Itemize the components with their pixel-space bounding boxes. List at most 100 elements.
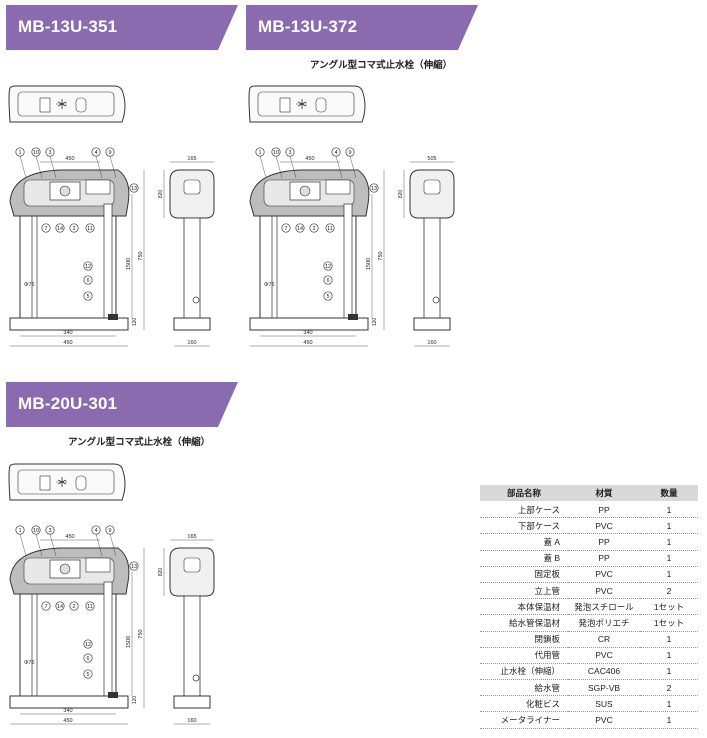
- valve-handle: [59, 563, 71, 575]
- cell-material: PP: [568, 550, 640, 567]
- dimension-label: 450: [65, 156, 74, 162]
- base-clamp: [108, 692, 118, 698]
- dimension-label: 750: [138, 629, 144, 638]
- cell-part-name: 代用管: [480, 647, 568, 664]
- callout-number: 6: [86, 656, 89, 662]
- callout-number: 11: [327, 226, 333, 232]
- callout-circle: [83, 275, 93, 285]
- callout-number: 4: [94, 150, 97, 156]
- dimension-label: 340: [63, 330, 72, 336]
- callout-number: 7: [284, 226, 287, 232]
- leader-line: [49, 155, 57, 179]
- leader-line: [275, 155, 283, 179]
- callout-circle: [323, 261, 333, 271]
- plan-lid-b: [315, 97, 327, 113]
- callout-circle: [83, 669, 93, 679]
- callout-number: 14: [57, 604, 63, 610]
- dimension-label: 450: [63, 340, 72, 346]
- callout-number: 7: [44, 226, 47, 232]
- cell-material: CAC406: [568, 663, 640, 681]
- cell-material: CR: [568, 631, 640, 648]
- cell-part-name: 固定板: [480, 566, 568, 583]
- leader-line: [109, 155, 117, 179]
- dimension-label: 340: [303, 330, 312, 336]
- callout-number: 1: [18, 150, 21, 156]
- callout-number: 2: [312, 226, 315, 232]
- callout-number: 9: [108, 528, 111, 534]
- side-valve-knob: [192, 674, 200, 682]
- plan-fastener-icon: [57, 477, 67, 487]
- cell-quantity: 1セット: [640, 598, 698, 616]
- dimension-label: 160: [187, 340, 196, 346]
- callout-number: 12: [85, 642, 91, 648]
- leader-line: [289, 155, 297, 179]
- callout-number: 11: [87, 604, 93, 610]
- plan-inner: [257, 91, 355, 117]
- cell-material: SUS: [568, 695, 640, 713]
- callout-number: 1: [18, 528, 21, 534]
- dimension-label: 450: [63, 718, 72, 724]
- model-title: MB-20U-301: [18, 394, 118, 413]
- cell-part-name: 立上管: [480, 582, 568, 600]
- callout-number: 2: [72, 604, 75, 610]
- callout-number: 4: [334, 150, 337, 156]
- cell-quantity: 2: [640, 582, 698, 600]
- callout-number: 6: [326, 278, 329, 284]
- side-valve-knob: [432, 296, 440, 304]
- leader-line: [19, 533, 27, 557]
- side-valve-knob: [192, 296, 200, 304]
- banner-shape: [6, 382, 238, 427]
- dimension-label: Φ76: [24, 660, 35, 666]
- cell-part-name: 止水栓（伸縮）: [480, 663, 568, 681]
- callout-number: 12: [325, 264, 331, 270]
- side-window: [423, 179, 441, 195]
- callout-number: 3: [288, 150, 291, 156]
- callout-number: 14: [57, 226, 63, 232]
- cell-material: 発泡スチロール: [568, 598, 640, 616]
- plan-fastener-icon: [297, 99, 307, 109]
- callout-number: 6: [86, 278, 89, 284]
- meter-liner: [325, 179, 351, 195]
- leader-line: [95, 533, 103, 557]
- callout-circle: [69, 601, 79, 611]
- callout-number: 5: [86, 294, 89, 300]
- dimension-label: Φ76: [24, 282, 35, 288]
- callout-number: 13: [371, 186, 377, 192]
- callout-circle: [129, 183, 139, 193]
- callout-circle: [129, 561, 139, 571]
- cell-quantity: 1: [640, 517, 698, 535]
- cell-material: PVC: [568, 711, 640, 729]
- callout-number: 5: [326, 294, 329, 300]
- dimension-label: 165: [187, 156, 196, 162]
- front-lower-case: [259, 215, 357, 319]
- plan-lid-a: [39, 97, 51, 113]
- callout-number: 14: [297, 226, 303, 232]
- callout-circle: [55, 223, 65, 233]
- callout-circle: [55, 601, 65, 611]
- cell-material: PVC: [568, 582, 640, 600]
- callout-number: 9: [108, 150, 111, 156]
- cell-quantity: 1: [640, 533, 698, 551]
- leader-line: [35, 155, 43, 179]
- cell-part-name: 上部ケース: [480, 501, 568, 519]
- side-window: [183, 557, 201, 573]
- callout-number: 3: [48, 150, 51, 156]
- base-clamp: [348, 314, 358, 320]
- side-base: [173, 317, 211, 331]
- callout-circle: [369, 183, 379, 193]
- callout-number: 10: [33, 150, 39, 156]
- header-part-name: 部品名称: [480, 485, 568, 502]
- plan-lid-b: [75, 475, 87, 491]
- cell-material: PVC: [568, 566, 640, 583]
- dimension-label: 120: [372, 318, 378, 327]
- cell-quantity: 1: [640, 695, 698, 713]
- dimension-label: 1500: [126, 258, 132, 270]
- banner-shape: [246, 5, 478, 50]
